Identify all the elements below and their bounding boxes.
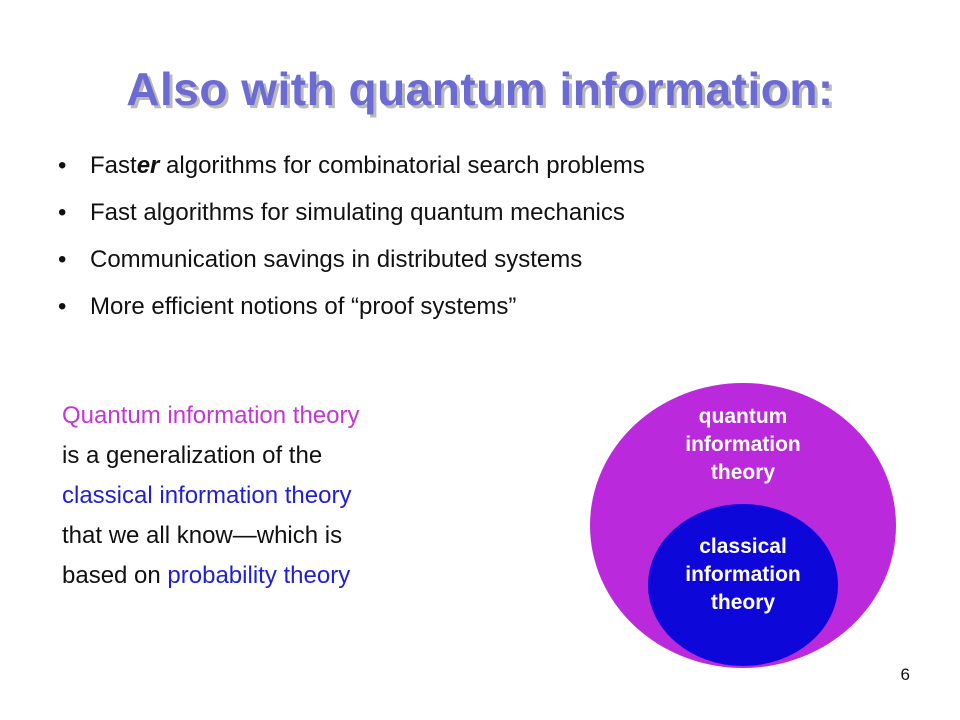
bullet-dot: • [58, 199, 67, 226]
bullet-text: Communication savings in distributed sys… [90, 246, 583, 273]
paragraph-line: classical information theory [62, 482, 352, 509]
slide-title: Also with quantum information: [126, 63, 834, 115]
label-line: classical [699, 535, 787, 558]
label-line: theory [710, 461, 776, 484]
bullet-text: More efficient notions of “proof systems… [90, 293, 517, 320]
label-line: theory [710, 591, 776, 614]
classical-information-circle: classical information theory [648, 504, 838, 666]
bullet-item: • Communication savings in distributed sy… [58, 236, 918, 283]
bullet-list: • Faster algorithms for combinatorial sea… [58, 142, 918, 330]
bullet-item: • Faster algorithms for combinatorial sea… [58, 142, 918, 189]
inner-circle-label: classical information theory [648, 533, 838, 617]
bullet-item: • Fast algorithms for simulating quantum … [58, 189, 918, 236]
outer-circle-label: quantum information theory [590, 403, 896, 487]
page-number: 6 [900, 665, 910, 684]
paragraph-line: is a generalization of the [62, 442, 323, 469]
paragraph-text: based on [62, 562, 168, 589]
bullet-text-emphasis: er [136, 152, 160, 179]
quantum-information-circle: quantum information theory classical inf… [590, 383, 896, 668]
label-line: information [685, 563, 801, 586]
bullet-text-suffix: algorithms for combinatorial search prob… [159, 152, 645, 179]
bullet-text: Fast algorithms for simulating quantum m… [90, 199, 625, 226]
bullet-dot: • [58, 152, 67, 179]
bullet-dot: • [58, 293, 67, 320]
label-line: quantum [698, 405, 788, 428]
bullet-dot: • [58, 246, 67, 273]
paragraph-line: that we all know—which is [62, 522, 343, 549]
bullet-item: • More efficient notions of “proof system… [58, 283, 918, 330]
paragraph-highlight: probability theory [167, 562, 351, 589]
bullet-text-prefix: Fast [90, 152, 137, 179]
label-line: information [685, 433, 801, 456]
paragraph-line: Quantum information theory [62, 402, 360, 429]
explanation-paragraph: Quantum information theory is a generali… [62, 396, 482, 596]
venn-diagram: quantum information theory classical inf… [590, 383, 896, 668]
paragraph-line: based on probability theory [62, 556, 482, 596]
